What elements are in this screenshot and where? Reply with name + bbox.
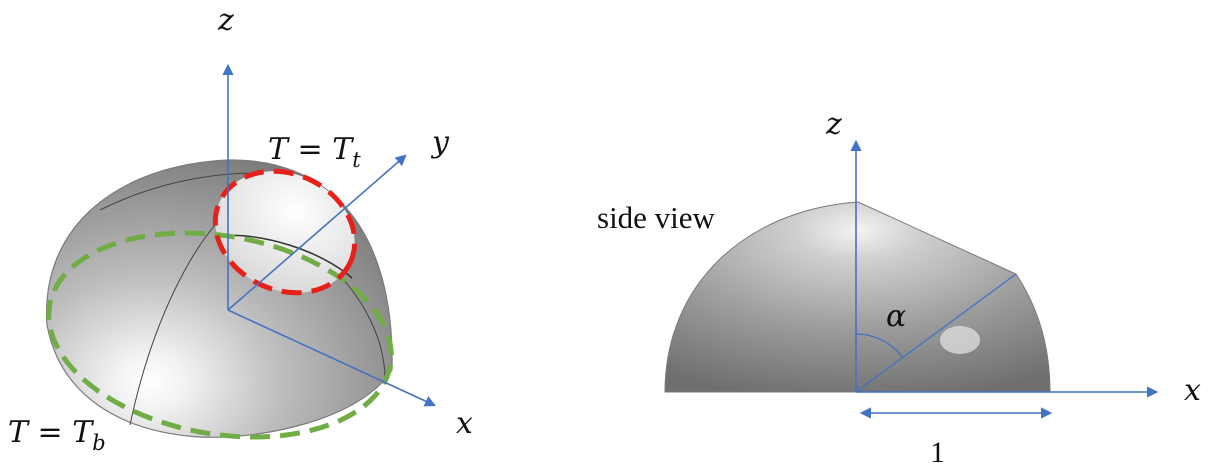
bottom-condition-label: T = Tb	[8, 415, 106, 455]
y-axis-label: y	[430, 125, 450, 160]
x-axis-label: x	[456, 406, 473, 441]
x-axis-label: x	[1184, 373, 1201, 408]
top-condition-label: T = Tt	[268, 132, 361, 172]
right-figure: z x side view α 1	[597, 107, 1201, 466]
z-axis-label: z	[217, 3, 234, 38]
radius-label: 1	[930, 436, 945, 466]
left-figure: z y x T = Tt T = Tb	[8, 3, 473, 455]
top-hole	[215, 171, 355, 293]
angle-arc	[855, 333, 904, 359]
hole-inner-rim	[221, 234, 353, 279]
radius-line	[855, 273, 1017, 393]
bottom-condition-subscript: b	[92, 431, 105, 455]
top-condition-subscript: t	[352, 148, 361, 172]
y-axis-arrow	[227, 154, 407, 311]
shape-highlight	[940, 326, 980, 354]
z-axis-label: z	[825, 107, 842, 142]
side-view-shape	[664, 201, 1051, 393]
top-boundary-circle	[212, 168, 358, 296]
angle-label: α	[886, 299, 906, 334]
bottom-boundary-circle	[46, 230, 394, 440]
side-view-title: side view	[597, 200, 716, 235]
x-axis-arrow	[227, 309, 437, 407]
